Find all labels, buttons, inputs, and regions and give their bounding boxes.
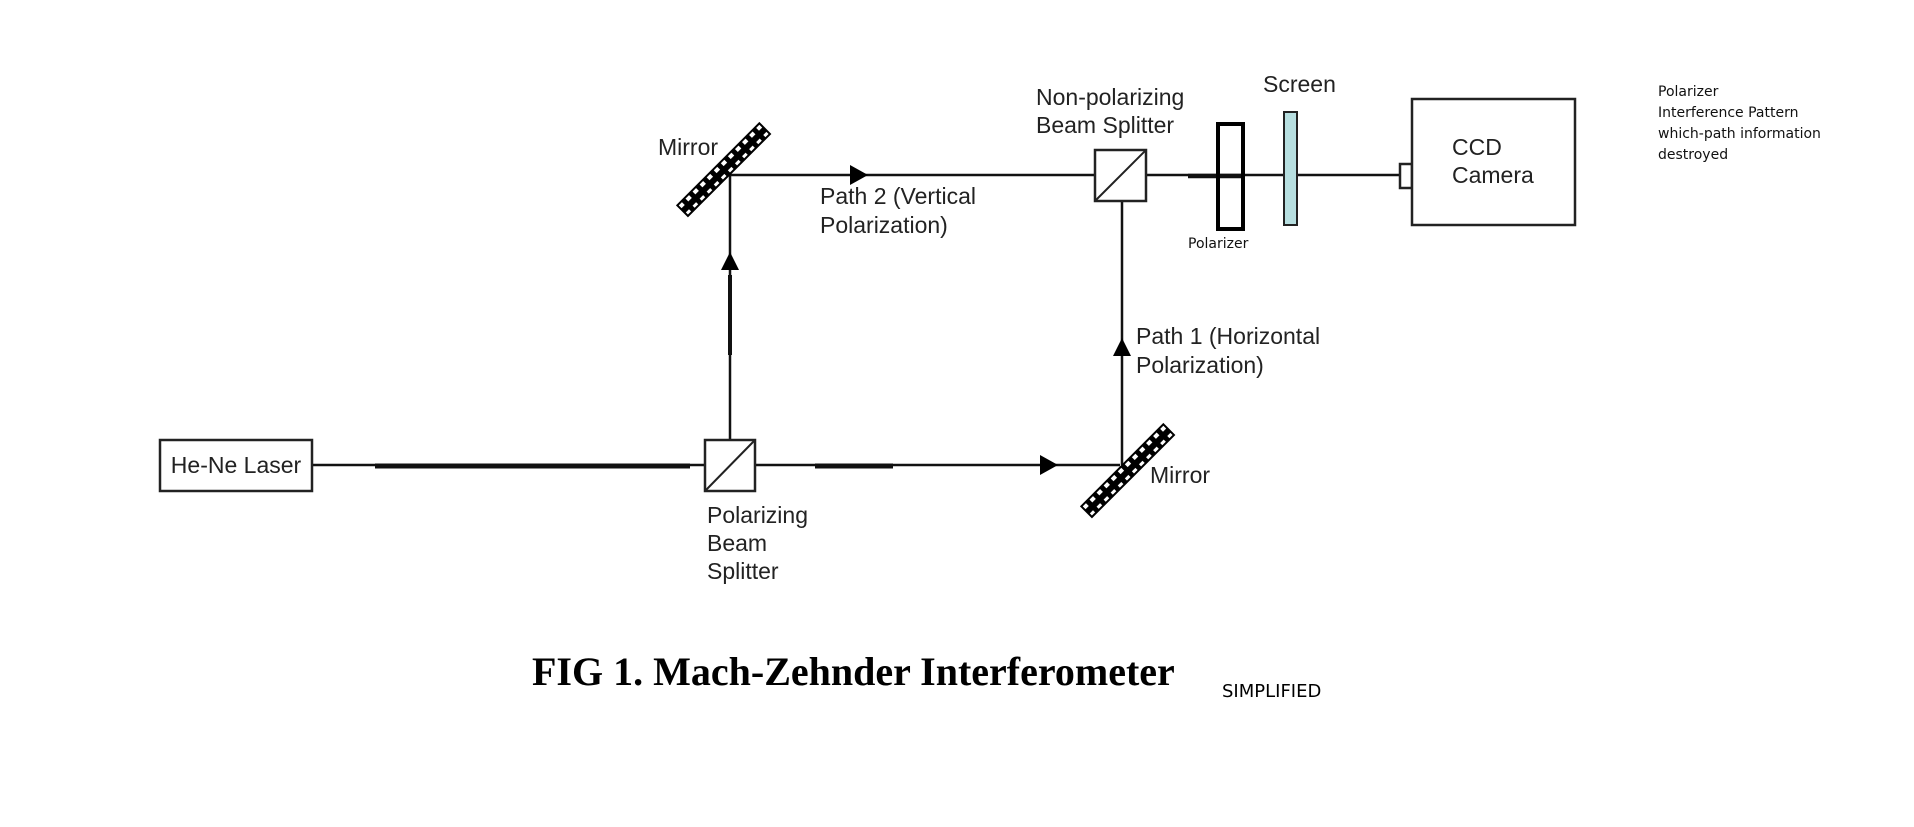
figure-caption: FIG 1. Mach-Zehnder Interferometer xyxy=(532,649,1175,694)
camera-box xyxy=(1410,97,1577,227)
pbs-label-3: Splitter xyxy=(707,558,779,584)
path1-label-2: Polarization) xyxy=(1136,352,1264,378)
arrow-bottom-right xyxy=(1040,455,1058,475)
non-polarizing-beam-splitter xyxy=(1093,148,1148,203)
note-line-2: Interference Pattern xyxy=(1658,105,1798,121)
note-line-1: Polarizer xyxy=(1658,84,1719,100)
polarizer-label: Polarizer xyxy=(1188,236,1249,252)
pbs-label-2: Beam xyxy=(707,530,767,556)
screen xyxy=(1283,111,1298,226)
mirror-bottom-label: Mirror xyxy=(1150,462,1210,488)
arrow-path1 xyxy=(1113,338,1131,356)
pbs-label-1: Polarizing xyxy=(707,502,808,528)
path1-label-1: Path 1 (Horizontal xyxy=(1136,323,1320,349)
beam-lines xyxy=(312,173,1400,469)
caption-simplified: SIMPLIFIED xyxy=(1222,681,1321,702)
npbs-label-2: Beam Splitter xyxy=(1036,112,1174,138)
path2-label-2: Polarization) xyxy=(820,212,948,238)
camera-lens xyxy=(1398,162,1414,190)
mirror-bottom xyxy=(1079,422,1176,519)
arrow-path2 xyxy=(850,165,868,185)
mirror-top xyxy=(675,121,772,218)
note-line-4: destroyed xyxy=(1658,147,1728,163)
laser-box xyxy=(158,438,314,493)
path2-label-1: Path 2 (Vertical xyxy=(820,183,976,209)
screen-label: Screen xyxy=(1263,71,1336,97)
polarizing-beam-splitter xyxy=(703,438,757,493)
note-line-3: which-path information xyxy=(1658,126,1821,142)
arrow-up-left xyxy=(721,252,739,270)
mirror-top-label: Mirror xyxy=(658,134,718,160)
camera-label-2: Camera xyxy=(1452,162,1534,188)
polarizer xyxy=(1216,122,1245,231)
npbs-label-1: Non-polarizing xyxy=(1036,84,1184,110)
camera-label-1: CCD xyxy=(1452,134,1502,160)
laser-label: He-Ne Laser xyxy=(171,452,302,478)
